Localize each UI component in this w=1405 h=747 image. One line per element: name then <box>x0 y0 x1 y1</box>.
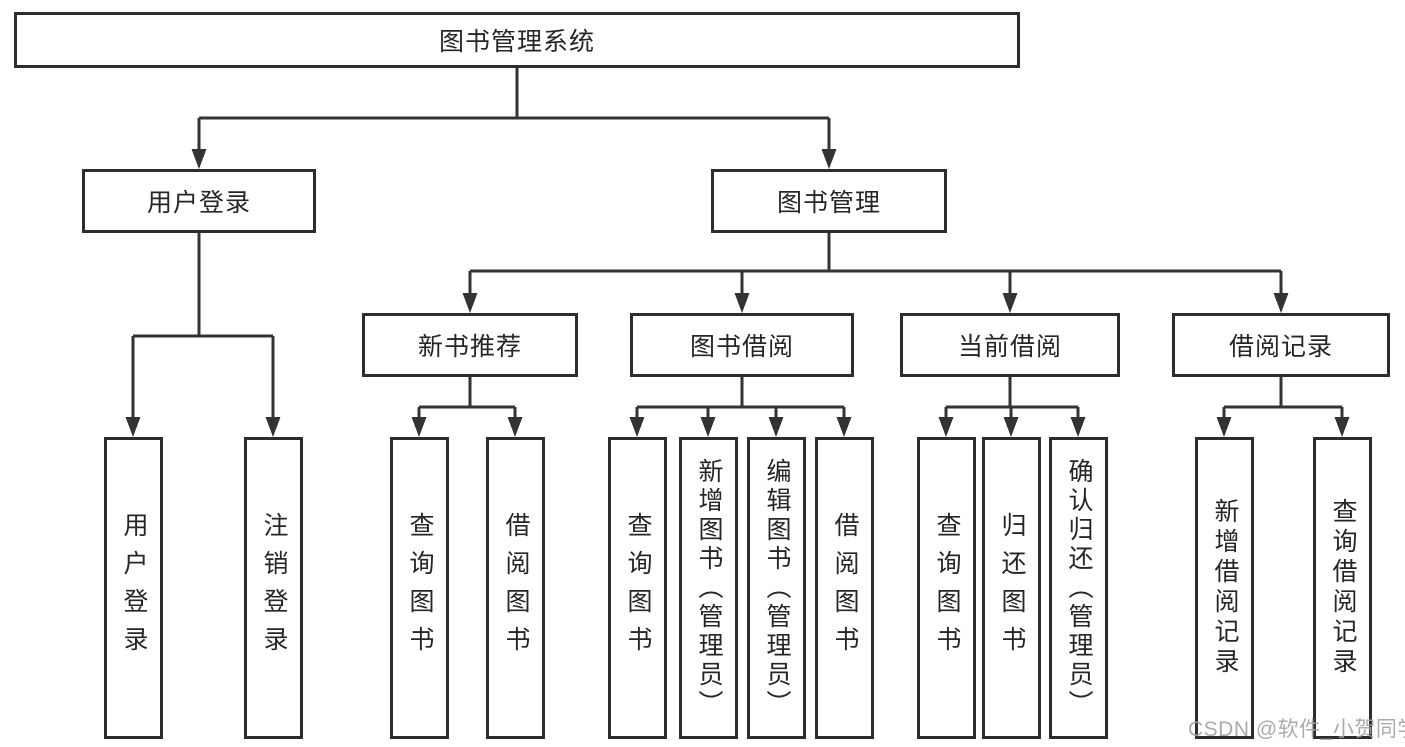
leaf-query-books-borrowing-label: 查询图书 <box>624 512 652 664</box>
node-book-borrowing: 图书借阅 <box>630 313 854 377</box>
leaf-query-borrow-record: 查询借阅记录 <box>1313 437 1372 739</box>
leaf-add-book-admin-label: 新增图书（管理员） <box>695 457 723 719</box>
leaf-borrow-books-borrowing-label: 借阅图书 <box>831 512 859 664</box>
leaf-edit-book-admin-label: 编辑图书（管理员） <box>763 457 791 719</box>
leaf-borrow-books-borrowing: 借阅图书 <box>815 437 874 739</box>
node-library-management-system: 图书管理系统 <box>14 12 1020 68</box>
leaf-query-books-recommend-label: 查询图书 <box>406 512 434 664</box>
leaf-query-books-recommend: 查询图书 <box>390 437 449 739</box>
leaf-confirm-return-admin: 确认归还（管理员） <box>1049 437 1108 739</box>
leaf-borrow-books-recommend-label: 借阅图书 <box>502 512 530 664</box>
leaf-return-books-label: 归还图书 <box>998 512 1026 664</box>
leaf-logout: 注销登录 <box>244 437 303 739</box>
leaf-return-books: 归还图书 <box>982 437 1041 739</box>
leaf-edit-book-admin: 编辑图书（管理员） <box>747 437 806 739</box>
node-book-management-branch: 图书管理 <box>711 169 947 233</box>
leaf-borrow-books-recommend: 借阅图书 <box>486 437 545 739</box>
leaf-query-books-current-label: 查询图书 <box>933 512 961 664</box>
node-current-borrowing: 当前借阅 <box>900 313 1120 377</box>
node-borrowing-records: 借阅记录 <box>1172 313 1390 377</box>
leaf-query-books-current: 查询图书 <box>917 437 976 739</box>
leaf-add-borrow-record-label: 新增借阅记录 <box>1211 498 1239 678</box>
leaf-query-books-borrowing: 查询图书 <box>608 437 667 739</box>
leaf-confirm-return-admin-label: 确认归还（管理员） <box>1065 457 1093 719</box>
watermark: CSDN @软件_小贺同学 <box>1188 718 1405 741</box>
leaf-user-login-label: 用户登录 <box>120 512 148 664</box>
leaf-logout-label: 注销登录 <box>260 512 288 664</box>
node-new-book-recommend: 新书推荐 <box>362 313 578 377</box>
leaf-add-borrow-record: 新增借阅记录 <box>1195 437 1254 739</box>
leaf-user-login: 用户登录 <box>104 437 163 739</box>
leaf-add-book-admin: 新增图书（管理员） <box>679 437 738 739</box>
node-user-login-branch: 用户登录 <box>82 169 316 233</box>
leaf-query-borrow-record-label: 查询借阅记录 <box>1329 498 1357 678</box>
